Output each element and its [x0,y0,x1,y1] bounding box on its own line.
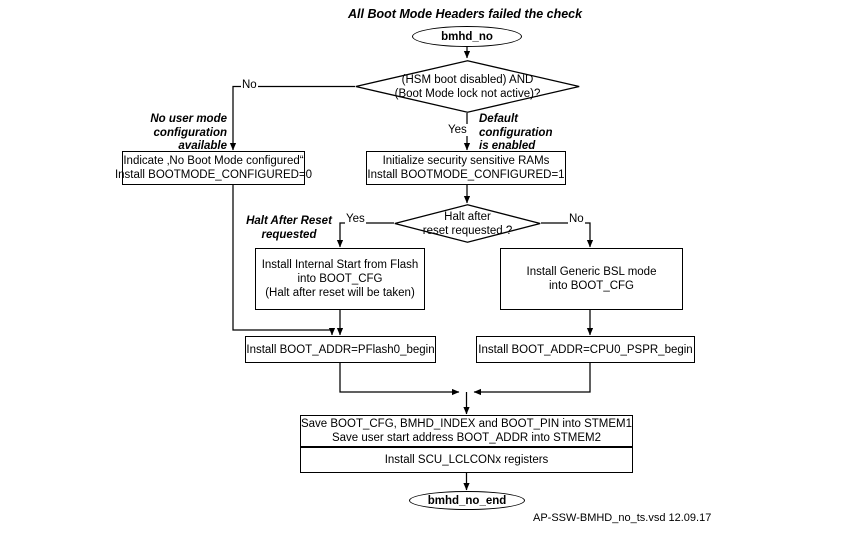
process-install-internal-start-from-flash[interactable]: Install Internal Start from Flash into B… [255,248,425,310]
decision-hsm-boot-disabled-text: (HSM boot disabled) AND (Boot Mode lock … [355,60,580,113]
init-rams-line2: Install BOOTMODE_CONFIGURED=1 [367,169,565,181]
decision-hsm-boot-disabled[interactable]: (HSM boot disabled) AND (Boot Mode lock … [355,60,580,113]
no-boot-mode-line1: Indicate ‚No Boot Mode configured“ [123,155,304,167]
terminator-start[interactable]: bmhd_no [412,26,522,47]
caption-halt-after-reset: Halt After Reset requested [244,215,334,242]
diagram-footer: AP-SSW-BMHD_no_ts.vsd 12.09.17 [533,512,712,524]
caption-halt-after-reset-line2: requested [261,228,317,241]
terminator-end-label: bmhd_no_end [427,494,507,507]
install-lclcon-line1: Install SCU_LCLCONx registers [384,453,549,466]
process-initialize-security-rams[interactable]: Initialize security sensitive RAMs Insta… [366,151,566,185]
process-install-scu-lclconx-registers[interactable]: Install SCU_LCLCONx registers [300,446,633,473]
decision-halt-after-reset[interactable]: Halt after reset requested ? [394,204,541,243]
caption-no-user-mode-line1: No user mode [150,113,227,125]
terminator-start-label: bmhd_no [441,30,493,43]
internal-start-line2: into BOOT_CFG [297,273,383,285]
decision1-line1: (HSM boot disabled) AND [401,73,534,86]
decision2-line2: reset requested ? [422,224,513,237]
init-rams-line1: Initialize security sensitive RAMs [382,155,550,167]
caption-halt-after-reset-line1: Halt After Reset [246,215,332,227]
process-save-boot-cfg-stmem[interactable]: Save BOOT_CFG, BMHD_INDEX and BOOT_PIN i… [300,415,633,447]
decision-halt-after-reset-text: Halt after reset requested ? [394,204,541,243]
caption-no-user-mode: No user mode configuration available [133,113,227,154]
caption-default-config: Default configuration is enabled [479,113,552,154]
process-install-generic-bsl-mode[interactable]: Install Generic BSL mode into BOOT_CFG [500,248,683,310]
caption-default-config-line2: configuration [479,126,553,139]
boot-addr-pspr-line1: Install BOOT_ADDR=CPU0_PSPR_begin [478,343,693,356]
decision2-line1: Halt after [444,210,491,223]
process-no-boot-mode-configured[interactable]: Indicate ‚No Boot Mode configured“ Insta… [115,151,312,185]
boot-addr-pflash-line1: Install BOOT_ADDR=PFlash0_begin [246,343,435,356]
process-install-boot-addr-pflash[interactable]: Install BOOT_ADDR=PFlash0_begin [245,336,436,363]
generic-bsl-line2: into BOOT_CFG [549,280,634,292]
caption-no-user-mode-line3: available [178,140,227,152]
edge-pflash-to-merge [339,363,460,396]
edge-label-decision1-no: No [241,79,258,91]
internal-start-line3: (Halt after reset will be taken) [265,287,415,299]
decision1-line2: (Boot Mode lock not active)? [394,87,541,100]
caption-default-config-line1: Default [479,113,518,125]
edge-decision2-no [541,222,594,248]
no-boot-mode-line2: Install BOOTMODE_CONFIGURED=0 [114,169,313,181]
process-install-boot-addr-pspr[interactable]: Install BOOT_ADDR=CPU0_PSPR_begin [476,336,695,363]
caption-default-config-line3: is enabled [479,140,536,152]
internal-start-line1: Install Internal Start from Flash [261,259,419,271]
terminator-end[interactable]: bmhd_no_end [409,491,525,510]
decision-hsm-boot-disabled-shape [355,60,580,113]
generic-bsl-line1: Install Generic BSL mode [526,266,657,278]
edge-label-decision2-yes: Yes [345,213,366,225]
diagram-title: All Boot Mode Headers failed the check [348,7,583,21]
save-stmem-line2: Save user start address BOOT_ADDR into S… [331,432,602,444]
caption-no-user-mode-line2: configuration [153,126,227,139]
save-stmem-line1: Save BOOT_CFG, BMHD_INDEX and BOOT_PIN i… [300,418,633,430]
edge-pspr-to-merge [473,363,591,396]
edge-decision1-no [229,85,355,151]
edge-label-decision2-no: No [568,213,585,225]
edge-label-decision1-yes: Yes [447,124,468,136]
decision-halt-after-reset-shape [394,204,541,243]
edge-decision2-yes [336,222,394,248]
